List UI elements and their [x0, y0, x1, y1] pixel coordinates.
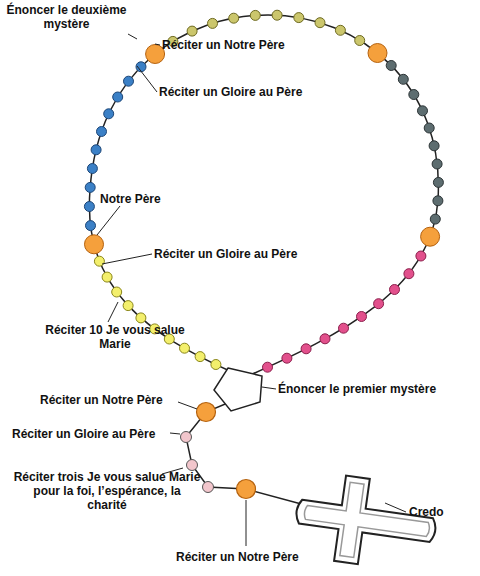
small-bead — [86, 221, 96, 231]
small-bead — [112, 287, 122, 297]
small-bead — [250, 10, 260, 20]
small-bead — [104, 109, 114, 119]
small-bead — [272, 10, 282, 20]
bead-group — [84, 10, 443, 372]
large-bead — [421, 227, 440, 246]
large-bead — [146, 45, 165, 64]
small-bead — [97, 127, 107, 137]
small-bead — [433, 177, 443, 187]
small-bead — [357, 312, 367, 322]
small-bead — [102, 272, 112, 282]
small-bead — [263, 362, 273, 372]
small-bead — [91, 145, 101, 155]
small-bead — [429, 141, 439, 151]
small-bead — [424, 123, 434, 133]
small-bead — [136, 313, 146, 323]
small-bead — [181, 432, 192, 443]
annotation-label: Réciter 10 Je vous salue Marie — [40, 323, 190, 351]
small-bead — [390, 285, 400, 295]
small-bead — [320, 334, 330, 344]
rosary-chain — [89, 15, 438, 376]
center-medal — [214, 368, 262, 411]
annotation-label: Énoncer le premier mystère — [278, 382, 436, 396]
small-bead — [315, 18, 325, 28]
small-bead — [339, 323, 349, 333]
small-bead — [294, 13, 304, 23]
small-bead — [432, 159, 442, 169]
small-bead — [416, 251, 426, 261]
small-bead — [208, 18, 218, 28]
annotation-label: Réciter un Gloire au Père — [12, 427, 155, 441]
small-bead — [195, 352, 205, 362]
annotation-label: Énoncer le deuxième mystère — [4, 3, 129, 31]
annotation-label: Réciter un Notre Père — [176, 550, 299, 564]
large-bead — [237, 480, 256, 499]
annotation-label: Réciter un Notre Père — [162, 38, 285, 52]
pendant-beads — [181, 403, 256, 499]
annotation-label: Réciter un Gloire au Père — [159, 85, 302, 99]
annotation-label: Réciter un Gloire au Père — [154, 247, 297, 261]
small-bead — [87, 164, 97, 174]
small-bead — [409, 90, 419, 100]
small-bead — [374, 299, 384, 309]
small-bead — [229, 13, 239, 23]
small-bead — [282, 353, 292, 363]
leader-lines — [97, 34, 406, 546]
pendant-chain — [186, 402, 305, 505]
small-bead — [386, 61, 396, 71]
crucifix — [290, 470, 441, 575]
small-bead — [404, 269, 414, 279]
small-bead — [84, 202, 94, 212]
small-bead — [203, 482, 214, 493]
large-bead — [368, 44, 387, 63]
small-bead — [433, 196, 443, 206]
small-bead — [85, 182, 95, 192]
small-bead — [180, 343, 190, 353]
small-bead — [187, 26, 197, 36]
small-bead — [430, 214, 440, 224]
small-bead — [123, 301, 133, 311]
small-bead — [113, 92, 123, 102]
large-bead — [197, 403, 216, 422]
annotation-label: Réciter un Notre Père — [40, 393, 163, 407]
small-bead — [355, 36, 365, 46]
small-bead — [187, 460, 198, 471]
small-bead — [211, 360, 221, 370]
large-bead — [85, 235, 104, 254]
small-bead — [124, 76, 134, 86]
annotation-label: Credo — [409, 505, 444, 519]
small-bead — [418, 106, 428, 116]
small-bead — [301, 344, 311, 354]
small-bead — [398, 74, 408, 84]
small-bead — [94, 256, 104, 266]
small-bead — [335, 25, 345, 35]
annotation-label: Réciter trois Je vous salue Marie pour l… — [12, 470, 202, 512]
annotation-label: Notre Père — [100, 192, 161, 206]
